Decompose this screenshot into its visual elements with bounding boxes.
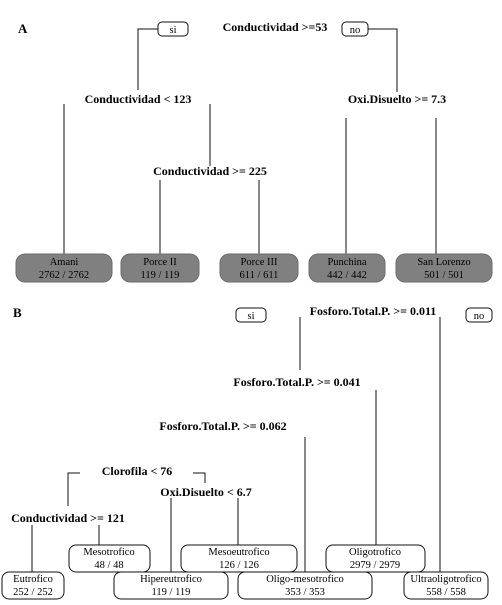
b-yes-tag: si (247, 311, 254, 322)
svg-text:119 / 119: 119 / 119 (141, 270, 180, 281)
panel-a-edges (63, 28, 437, 258)
svg-text:Mesotrofico: Mesotrofico (83, 547, 134, 558)
b-no-tag: no (474, 311, 485, 322)
a-yes-tag: si (169, 25, 176, 36)
svg-text:Punchina: Punchina (327, 257, 366, 268)
svg-text:611 / 611: 611 / 611 (240, 270, 279, 281)
b-split-2: Fosforo.Total.P. >= 0.041 (233, 375, 360, 389)
svg-text:Amani: Amani (50, 257, 79, 268)
b-leaf-eutrofico: Eutrofico 252 / 252 (1, 571, 65, 600)
b-split-3: Fosforo.Total.P. >= 0.062 (159, 419, 286, 433)
a-leaf-amani: Amani 2762 / 2762 (15, 253, 113, 283)
a-split-left: Conductividad < 123 (85, 92, 192, 106)
a-root-split: Conductividad >=53 (223, 20, 328, 34)
b-no-tag-box (465, 307, 493, 323)
svg-text:252 / 252: 252 / 252 (13, 587, 53, 598)
a-no-tag-box (341, 21, 369, 37)
svg-text:353 / 353: 353 / 353 (285, 587, 325, 598)
b-leaf-ultraoligotrofico: Ultraoligotrofico 558 / 558 (403, 571, 489, 600)
svg-text:48 / 48: 48 / 48 (94, 560, 123, 571)
b-leaf-hipereutrofico: Hipereutrofico 119 / 119 (113, 571, 229, 600)
b-leaf-oligotrofico: Oligotrofico 2979 / 2979 (325, 544, 426, 573)
b-leaf-mesotrofico: Mesotrofico 48 / 48 (68, 544, 151, 573)
svg-text:501 / 501: 501 / 501 (424, 270, 464, 281)
svg-text:Oligo-mesotrofico: Oligo-mesotrofico (266, 574, 344, 585)
svg-text:126 / 126: 126 / 126 (219, 560, 259, 571)
svg-text:119 / 119: 119 / 119 (152, 587, 191, 598)
panel-b: B si no Fosforo.Total.P. >= 0.011 (1, 304, 493, 600)
a-leaf-punchina: Punchina 442 / 442 (308, 253, 386, 283)
edge-b-clorofila-to-oxi (193, 472, 206, 483)
b-split-conductividad: Conductividad >= 121 (11, 511, 125, 525)
b-leaf-mesoeutrofico: Mesoeutrofico 126 / 126 (180, 544, 298, 573)
edge-a-root-no (364, 28, 398, 92)
a-yes-tag-box (157, 21, 189, 37)
svg-text:Eutrofico: Eutrofico (13, 574, 53, 585)
panel-a: A Conductividad >=53 si no Conductividad… (15, 20, 493, 283)
svg-text:2762 / 2762: 2762 / 2762 (39, 270, 89, 281)
svg-text:Porce III: Porce III (240, 257, 278, 268)
svg-text:442 / 442: 442 / 442 (327, 270, 367, 281)
edge-a-root-yes (137, 28, 158, 90)
a-leaf-san-lorenzo: San Lorenzo 501 / 501 (395, 253, 493, 283)
b-split-clorofila: Clorofila < 76 (102, 464, 173, 478)
svg-text:San Lorenzo: San Lorenzo (417, 257, 470, 268)
edge-b-clorofila-to-cond (67, 472, 80, 506)
panel-a-label: A (18, 21, 28, 36)
b-root-split: Fosforo.Total.P. >= 0.011 (310, 304, 437, 318)
a-split-inner: Conductividad >= 225 (153, 164, 267, 178)
svg-text:Hipereutrofico: Hipereutrofico (140, 574, 202, 585)
svg-text:Mesoeutrofico: Mesoeutrofico (208, 547, 269, 558)
b-yes-tag-box (235, 307, 267, 323)
svg-text:2979 / 2979: 2979 / 2979 (350, 560, 400, 571)
a-leaf-porce-ii: Porce II 119 / 119 (120, 253, 200, 283)
svg-text:558 / 558: 558 / 558 (426, 587, 466, 598)
svg-text:Oligotrofico: Oligotrofico (349, 547, 401, 558)
panel-b-edges (31, 317, 441, 572)
svg-text:Porce II: Porce II (143, 257, 177, 268)
b-leaf-oligo-mesotrofico: Oligo-mesotrofico 353 / 353 (237, 571, 373, 600)
panel-b-label: B (13, 305, 22, 320)
a-no-tag: no (350, 25, 361, 36)
a-leaf-porce-iii: Porce III 611 / 611 (219, 253, 299, 283)
b-split-oxi: Oxi.Disuelto < 6.7 (160, 485, 252, 499)
a-split-right: Oxi.Disuelto >= 7.3 (348, 92, 446, 106)
svg-text:Ultraoligotrofico: Ultraoligotrofico (410, 574, 481, 585)
